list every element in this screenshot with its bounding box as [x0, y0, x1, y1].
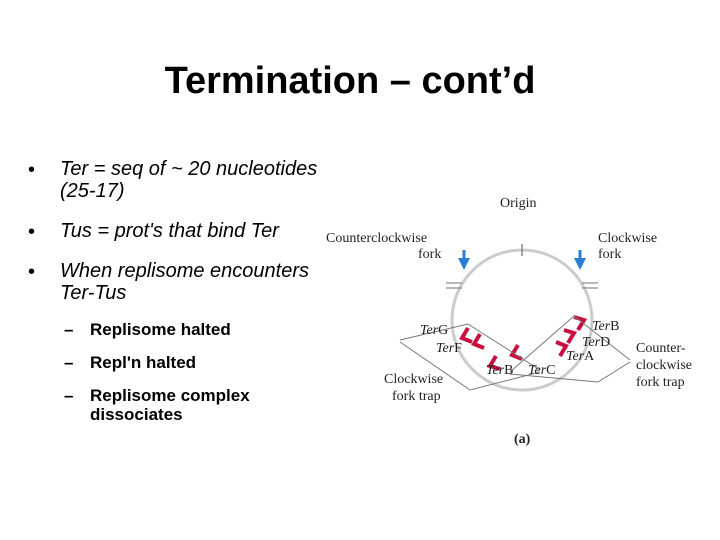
- clockwise-trap-bracket-top: [399, 323, 541, 371]
- bullet-dot: •: [28, 221, 36, 243]
- bullet-text: Tus = prot's that bind Ter: [60, 220, 279, 242]
- counterclockwise-trap-bracket-top: [509, 315, 631, 373]
- sub-bullet-text: Replisome halted: [90, 320, 231, 339]
- clockwise-trap-bracket-bottom: [399, 341, 541, 391]
- bullet-text: Ter = seq of ~ 20 nucleotides (25-17): [60, 158, 318, 202]
- ter-g-arrow: [459, 326, 473, 344]
- bullet-dot: •: [28, 159, 36, 181]
- ter-g-label: TerG: [420, 323, 448, 338]
- sub-bullet-item: – Replisome halted: [28, 320, 318, 339]
- clockwise-fork-arrow: [574, 250, 586, 270]
- sub-bullet-dash: –: [64, 386, 74, 405]
- left-fork-break-mark: [446, 282, 462, 289]
- slide-title: Termination – cont’d: [164, 60, 536, 102]
- ter-b-bottom-label: TerB: [486, 363, 514, 378]
- cw-fork-label-line2: fork: [598, 247, 621, 262]
- ter-c-label: TerC: [528, 363, 556, 378]
- ccw-fork-label-line1: Counterclockwise: [326, 231, 427, 246]
- ter-a-arrow: [555, 340, 569, 358]
- ter-b-left-arrow: [486, 354, 501, 371]
- ter-b-right-arrow: [573, 315, 588, 332]
- chromosome-circle: [450, 248, 594, 392]
- ter-f-arrow: [471, 332, 485, 350]
- bullet-text: When replisome encounters Ter-Tus: [60, 260, 310, 304]
- clockwise-fork-trap-label-line1: Clockwise: [384, 372, 443, 387]
- cw-fork-label-line1: Clockwise: [598, 231, 657, 246]
- counterclockwise-fork-trap-label-line2: clockwise: [636, 358, 692, 373]
- sub-bullet-dash: –: [64, 320, 74, 339]
- sub-bullet-item: – Repl'n halted: [28, 353, 318, 372]
- bullet-item: • Ter = seq of ~ 20 nucleotides (25-17): [28, 158, 318, 202]
- ter-c-arrow: [509, 343, 523, 361]
- ter-a-label: TerA: [566, 349, 595, 364]
- sub-bullet-text: Replisome complex dissociates: [90, 386, 250, 424]
- sub-bullet-text: Repl'n halted: [90, 353, 197, 372]
- bullet-item: • Tus = prot's that bind Ter: [28, 220, 318, 243]
- bullet-dot: •: [28, 261, 36, 283]
- sub-bullet-item: – Replisome complex dissociates: [28, 386, 318, 424]
- ter-f-label: TerF: [436, 341, 462, 356]
- counterclockwise-fork-trap-label-line3: fork trap: [636, 375, 685, 390]
- sub-bullet-dash: –: [64, 353, 74, 372]
- panel-label: (a): [514, 432, 531, 447]
- ter-d-label: TerD: [582, 335, 610, 350]
- origin-label: Origin: [500, 196, 537, 211]
- counterclockwise-fork-arrow: [458, 250, 470, 270]
- ter-d-arrow: [563, 328, 578, 345]
- clockwise-fork-trap-label-line2: fork trap: [392, 389, 441, 404]
- bullet-item: • When replisome encounters Ter-Tus: [28, 260, 318, 304]
- counterclockwise-trap-bracket-bottom: [509, 361, 631, 383]
- ccw-fork-label-line2: fork: [418, 247, 441, 262]
- bullet-list: • Ter = seq of ~ 20 nucleotides (25-17) …: [28, 158, 318, 438]
- ter-b-right-label: TerB: [592, 319, 620, 334]
- counterclockwise-fork-trap-label-line1: Counter-: [636, 341, 686, 356]
- right-fork-break-mark: [582, 282, 598, 289]
